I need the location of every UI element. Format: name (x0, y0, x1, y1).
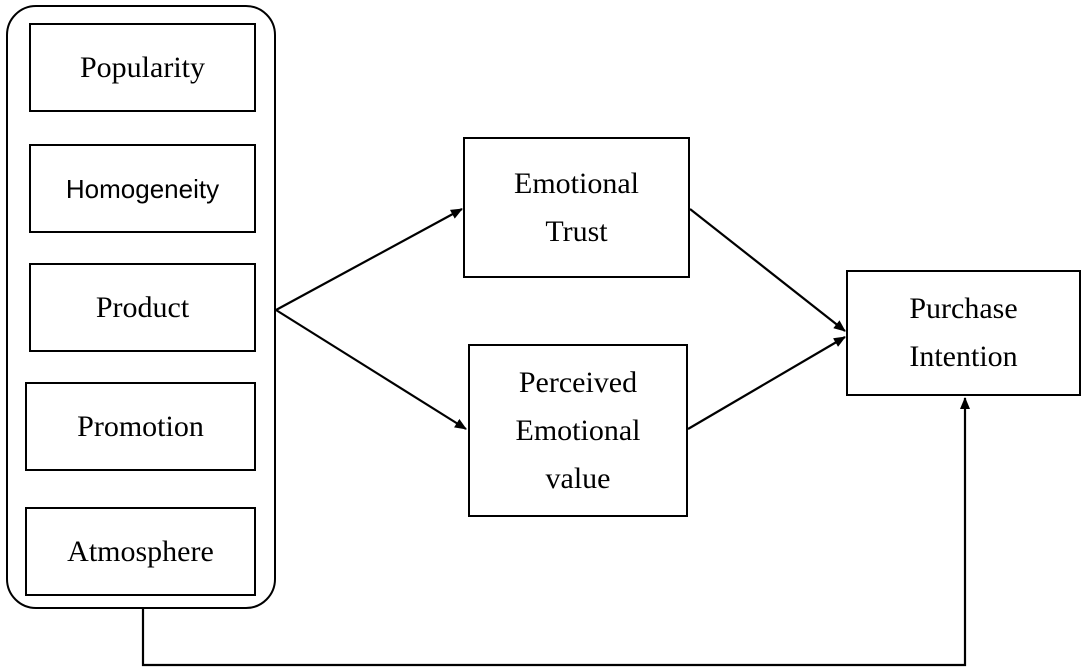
factor-label-promotion: Promotion (77, 409, 204, 443)
arrow-emotional-trust-to-purchase-intention (689, 208, 846, 332)
arrow-factors-to-emotional-trust (275, 208, 463, 311)
purchase-intention-line-1: Purchase (909, 292, 1018, 325)
factor-label-product: Product (95, 290, 190, 324)
arrow-perceived-emotional-value-to-purchase-intention (687, 336, 846, 430)
perceived-emotional-value-line-1: Perceived (518, 365, 638, 399)
factor-box-promotion: Promotion (25, 382, 256, 471)
mediator-box-emotional-trust: Emotional Trust (463, 137, 690, 278)
arrow-factors-direct-to-purchase-intention (141, 397, 970, 667)
perceived-emotional-value-line-3: value (545, 461, 611, 495)
factor-label-atmosphere: Atmosphere (67, 534, 214, 568)
emotional-trust-line-2: Trust (545, 214, 608, 248)
factor-group-outline (6, 5, 276, 609)
purchase-intention-line-2: Intention (909, 340, 1018, 373)
factor-box-popularity: Popularity (29, 23, 256, 112)
emotional-trust-line-1: Emotional (514, 166, 639, 200)
factor-label-homogeneity: Homogeneity (65, 173, 220, 204)
perceived-emotional-value-line-2: Emotional (515, 413, 641, 447)
outcome-box-purchase-intention: Purchase Intention (846, 270, 1081, 396)
factor-label-popularity: Popularity (80, 50, 205, 84)
factor-box-product: Product (29, 263, 256, 352)
factor-box-atmosphere: Atmosphere (25, 507, 256, 596)
arrow-factors-to-perceived-emotional-value (275, 309, 467, 430)
mediator-box-perceived-emotional-value: Perceived Emotional value (468, 344, 688, 517)
factor-box-homogeneity: Homogeneity (29, 144, 256, 233)
